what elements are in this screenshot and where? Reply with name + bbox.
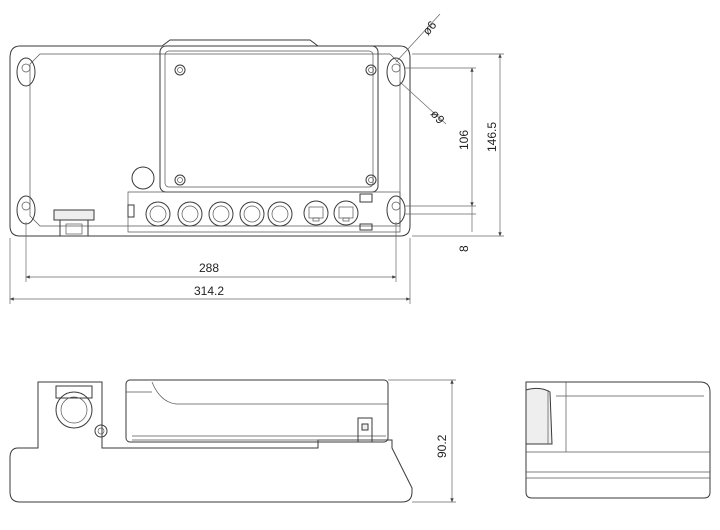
side-view (525, 381, 711, 499)
side-connector-upper (359, 193, 373, 203)
front-rib-strip (132, 435, 386, 441)
leader-dia-9 (399, 81, 447, 125)
leader-dia-6 (395, 13, 441, 63)
label-width-288: 288 (199, 261, 219, 275)
keyhole-slot-bottom-left (16, 195, 36, 225)
rj45-port-1 (303, 200, 329, 226)
cable-gland-5 (267, 201, 293, 227)
cable-gland-4 (239, 201, 265, 227)
base-plate-outline (9, 39, 411, 237)
side-body (525, 381, 711, 499)
front-connector-round (55, 385, 93, 429)
label-depth-90-2: 90.2 (435, 434, 449, 458)
front-switch (357, 417, 373, 443)
front-lid-curve (151, 381, 388, 405)
keyhole-slot-bottom-right (386, 195, 406, 225)
keyhole-slot-top-right (386, 57, 406, 87)
label-offset-8: 8 (457, 245, 471, 252)
front-view: 90.2 (9, 379, 456, 503)
screw-top-right (365, 64, 377, 76)
front-connector-block (53, 209, 95, 237)
label-dia-6: ø6 (420, 18, 440, 38)
front-housing (125, 379, 389, 443)
screw-top-left (174, 64, 186, 76)
switch-slot (127, 204, 135, 218)
front-base-plate (9, 381, 413, 503)
label-height-106: 106 (457, 130, 471, 150)
cable-gland-2 (177, 201, 203, 227)
housing-lid (164, 50, 374, 188)
cable-gland-1 (145, 201, 171, 227)
housing-flange (127, 191, 401, 233)
base-plate-inner (29, 53, 401, 227)
top-view: ø6 ø9 106 146.5 8 288 314.2 (9, 13, 504, 304)
label-height-146-5: 146.5 (485, 122, 499, 152)
screw-bottom-left (174, 174, 186, 186)
indicator-hole (131, 166, 155, 190)
rj45-port-2 (333, 200, 359, 226)
label-width-314-2: 314.2 (194, 284, 224, 298)
cable-gland-3 (208, 201, 234, 227)
front-led (94, 424, 108, 438)
upper-housing (159, 45, 379, 193)
side-cable-guard (525, 387, 553, 445)
side-connector-lower (359, 223, 373, 231)
keyhole-slot-top-left (16, 57, 36, 87)
screw-bottom-right (365, 174, 377, 186)
